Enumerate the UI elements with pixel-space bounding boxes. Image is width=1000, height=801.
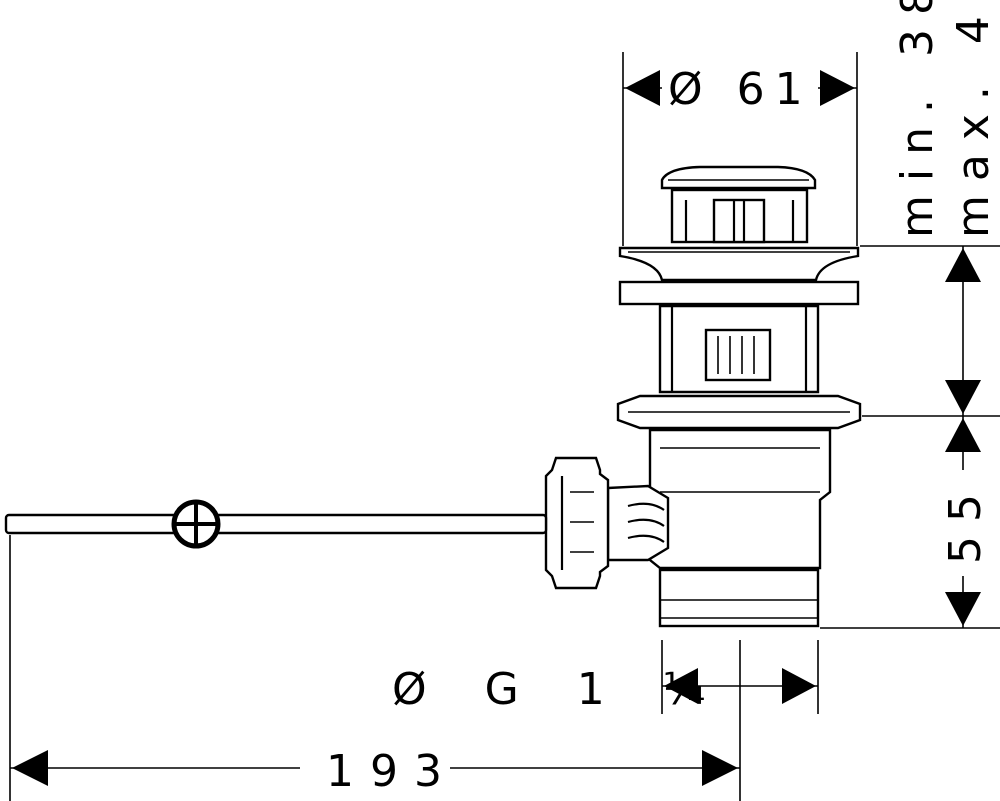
body-height-label: 55 [940,480,991,564]
thickness-max-label: max. 45 [948,0,999,238]
overall-length-label: 193 [326,746,458,797]
flange-diameter-dimension: Ø 61 [623,64,857,115]
thickness-dimension: min. 38 max. 45 [892,0,999,416]
overall-length-dimension: 193 [10,746,740,797]
thread-size-dimension: Ø G 1 ¼ [392,664,818,715]
body-height-dimension: 55 [940,416,991,628]
pull-rod [4,499,548,549]
thread-size-label: Ø G 1 ¼ [392,664,727,715]
waste-valve-body [544,165,862,628]
flange-diameter-label: Ø 61 [668,64,813,115]
thickness-min-label: min. 38 [892,0,943,238]
extension-lines [9,52,1000,801]
